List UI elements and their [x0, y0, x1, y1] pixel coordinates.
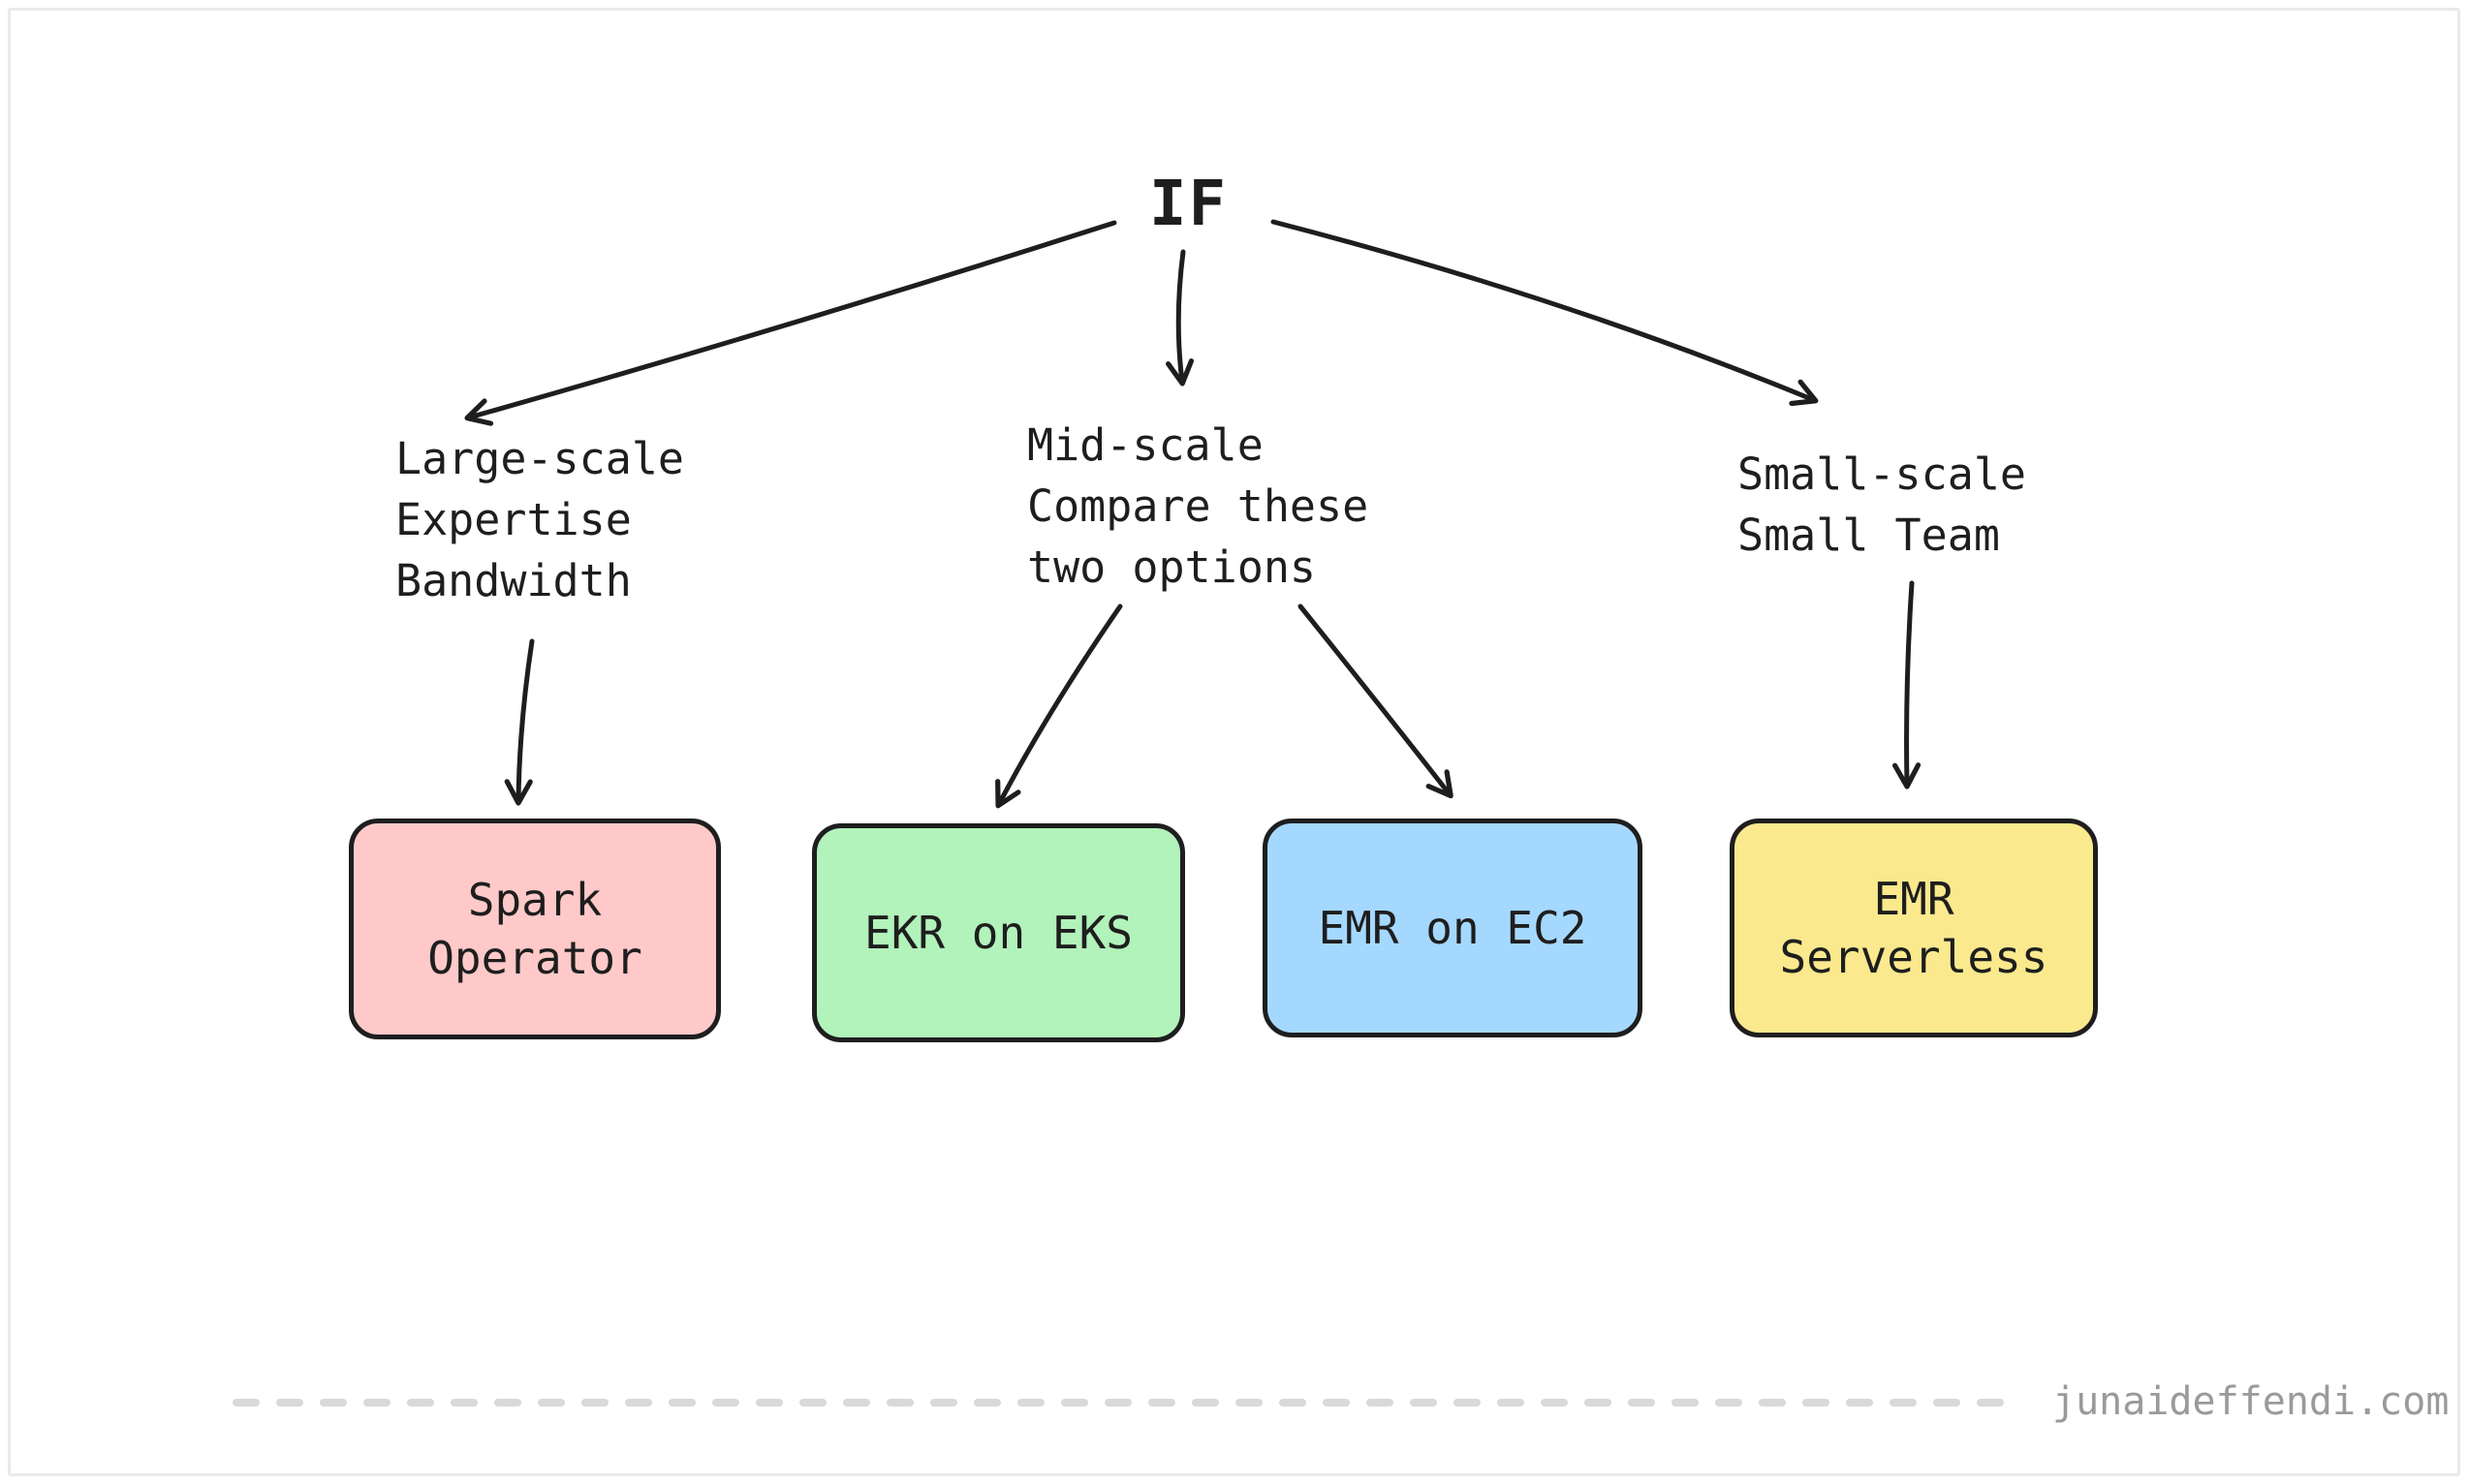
arrow-if-to-large-scale — [464, 220, 1117, 426]
arrow-if-to-mid-scale — [1166, 249, 1195, 386]
option-label-ekr-on-eks: EKR on EKS — [864, 907, 1133, 959]
option-box-spark-operator: Spark Operator — [349, 819, 721, 1039]
arrow-small-scale-to-emr-serverless — [1892, 580, 1921, 789]
option-box-emr-on-ec2: EMR on EC2 — [1263, 819, 1642, 1037]
option-label-emr-on-ec2: EMR on EC2 — [1318, 902, 1587, 954]
option-box-emr-serverless: EMR Serverless — [1730, 819, 2098, 1037]
arrow-large-scale-to-spark-operator — [504, 638, 535, 806]
arrow-mid-scale-to-emr-on-ec2 — [1297, 603, 1453, 799]
option-label-spark-operator: Spark Operator — [427, 874, 642, 984]
arrow-if-to-small-scale — [1270, 219, 1819, 407]
watermark-text: junaideffendi.com — [2052, 1379, 2450, 1424]
root-if-label: IF — [1149, 169, 1229, 240]
condition-mid-scale: Mid-scale Compare these two options — [1027, 419, 1369, 593]
option-box-ekr-on-eks: EKR on EKS — [812, 823, 1185, 1042]
option-label-emr-serverless: EMR Serverless — [1779, 873, 2048, 983]
condition-large-scale: Large-scale Expertise Bandwidth — [395, 433, 685, 606]
arrow-mid-scale-to-ekr-on-eks — [995, 603, 1123, 809]
condition-small-scale: Small-scale Small Team — [1737, 448, 2027, 561]
